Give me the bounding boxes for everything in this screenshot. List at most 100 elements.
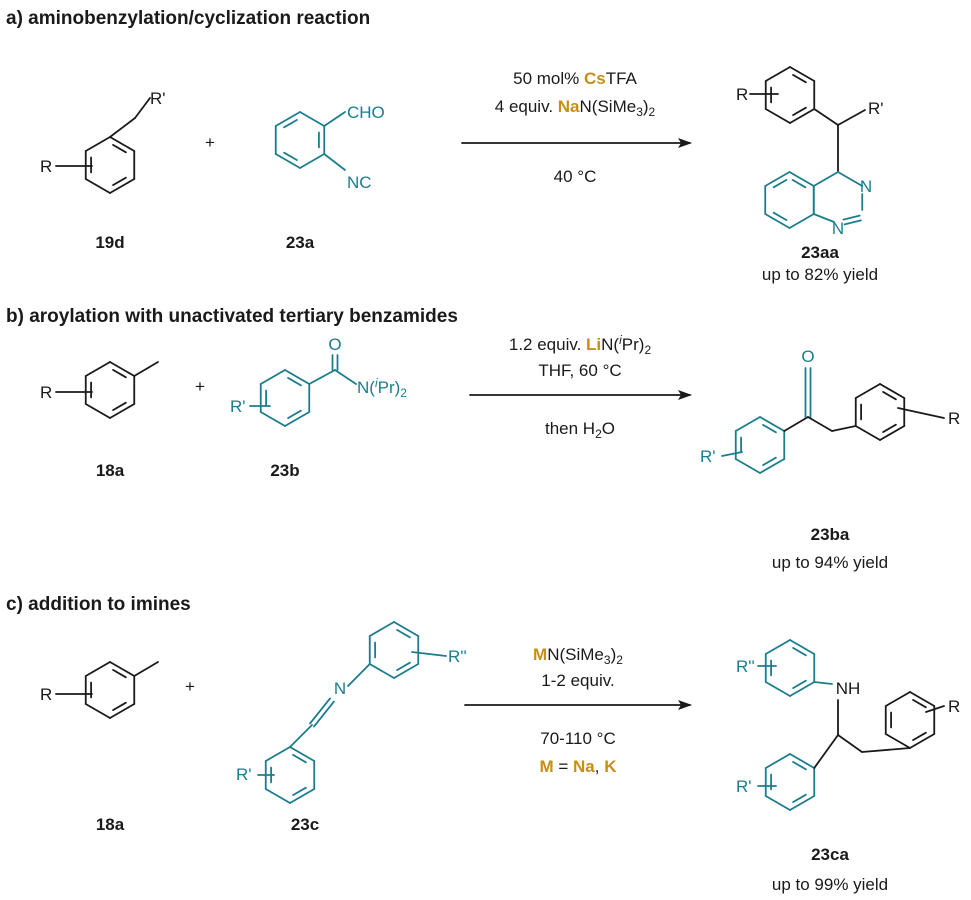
aromatic-bond [283,119,298,129]
ring-bond [109,403,136,419]
ring-bond [734,416,761,432]
bond-lines [55,66,945,811]
ring-bond [109,136,136,152]
section-a-title: a) aminobenzylation/cyclization reaction [6,8,370,29]
ring-bond [789,681,816,697]
ring-bond [789,753,816,769]
bond [308,369,336,385]
ring-bond [109,703,136,719]
conditions-a-temperature: 40 °C [554,167,597,186]
ring-bond [789,66,816,82]
bond [813,108,839,126]
ring-bond [764,795,791,811]
ring-bond [393,663,420,679]
bond [289,724,313,748]
ring-bond [274,111,301,127]
aromatic-bond [112,144,127,154]
product-substituent-r-prime: R' [868,99,884,118]
methyl-bond [133,361,159,377]
conditions-b-line2: THF, 60 °C [538,361,621,380]
product-substituent-r-prime: R' [700,447,716,466]
substituent-bond [925,705,945,713]
compound-label-18a: 18a [96,461,125,480]
substituent-r-prime: R' [236,765,252,784]
ring-bond [289,788,316,804]
ring-bond [884,691,911,707]
ring-bond [854,383,881,399]
ring-bond [788,213,815,229]
ring-bond [109,661,136,677]
yield-23ba: up to 94% yield [772,553,888,572]
ring-bond [789,108,816,124]
ring-bond [299,153,326,169]
conditions-b-workup: then H2O [545,419,615,441]
arrow-head [678,390,692,400]
ring-bond [84,178,111,194]
bond [347,663,371,687]
ring-bond [789,795,816,811]
nitrogen-3: N [860,177,872,196]
ring-bond [764,66,791,82]
ring-bond [909,733,936,749]
product-substituent-r: R [948,697,960,716]
ring-bond [274,153,301,169]
aromatic-bond [287,377,302,387]
aromatic-bond [112,369,127,379]
substituent-r: R [40,383,52,402]
imine-nitrogen: N [334,679,346,698]
ring-bond [879,383,906,399]
bond [334,369,357,385]
aromatic-bond [792,74,807,84]
conditions-c-line1: MN(SiMe3)2 [533,645,623,667]
aromatic-bond [292,754,307,764]
substituent-bond [721,451,743,457]
ring-bond [84,703,111,719]
ring-bond [84,136,111,152]
ring-bond [368,663,395,679]
substituent-r-prime: R' [150,89,166,108]
plus-sign: + [195,377,205,396]
conditions-c-temperature: 70-110 °C [540,729,615,748]
arrow-head [678,700,692,710]
compound-label-23ba: 23ba [811,525,850,544]
bond [323,111,346,127]
ring-bond [854,425,881,441]
aromatic-bond [396,661,411,671]
methyl-bond [133,661,159,677]
ring-bond [368,621,395,637]
compound-label-23b: 23b [270,461,299,480]
ring-bond [259,411,286,427]
bond [323,153,346,171]
double-bond [842,214,861,221]
conditions-c-line2: 1-2 equiv. [541,671,614,690]
bond [783,416,809,432]
aromatic-bond [112,669,127,679]
amine-nh: NH [836,679,861,698]
amide-group: N(iPr)2 [357,376,407,400]
substituent-r: R [40,157,52,176]
compound-label-23aa: 23aa [801,243,839,262]
ring-bond [764,213,791,229]
double-bond [313,700,335,728]
bond [813,734,839,769]
substituent-r: R [40,685,52,704]
ring-bond [264,788,291,804]
aromatic-bond [882,423,897,433]
ring-bond [764,681,791,697]
aromatic-bond [792,106,807,116]
ring-bond [759,416,786,432]
yield-23ca: up to 99% yield [772,875,888,894]
ring-bond [759,458,786,474]
aromatic-bond [912,731,927,741]
substituent-bond [411,651,447,657]
conditions-a-line1: 50 mol% CsTFA [513,69,637,88]
ring-bond [879,425,906,441]
aromatic-bond [292,786,307,796]
aromatic-bond [792,793,807,803]
ring-bond [393,621,420,637]
aromatic-bond [792,647,807,657]
bond [807,416,833,432]
double-bond [843,219,862,226]
ring-bond [84,661,111,677]
